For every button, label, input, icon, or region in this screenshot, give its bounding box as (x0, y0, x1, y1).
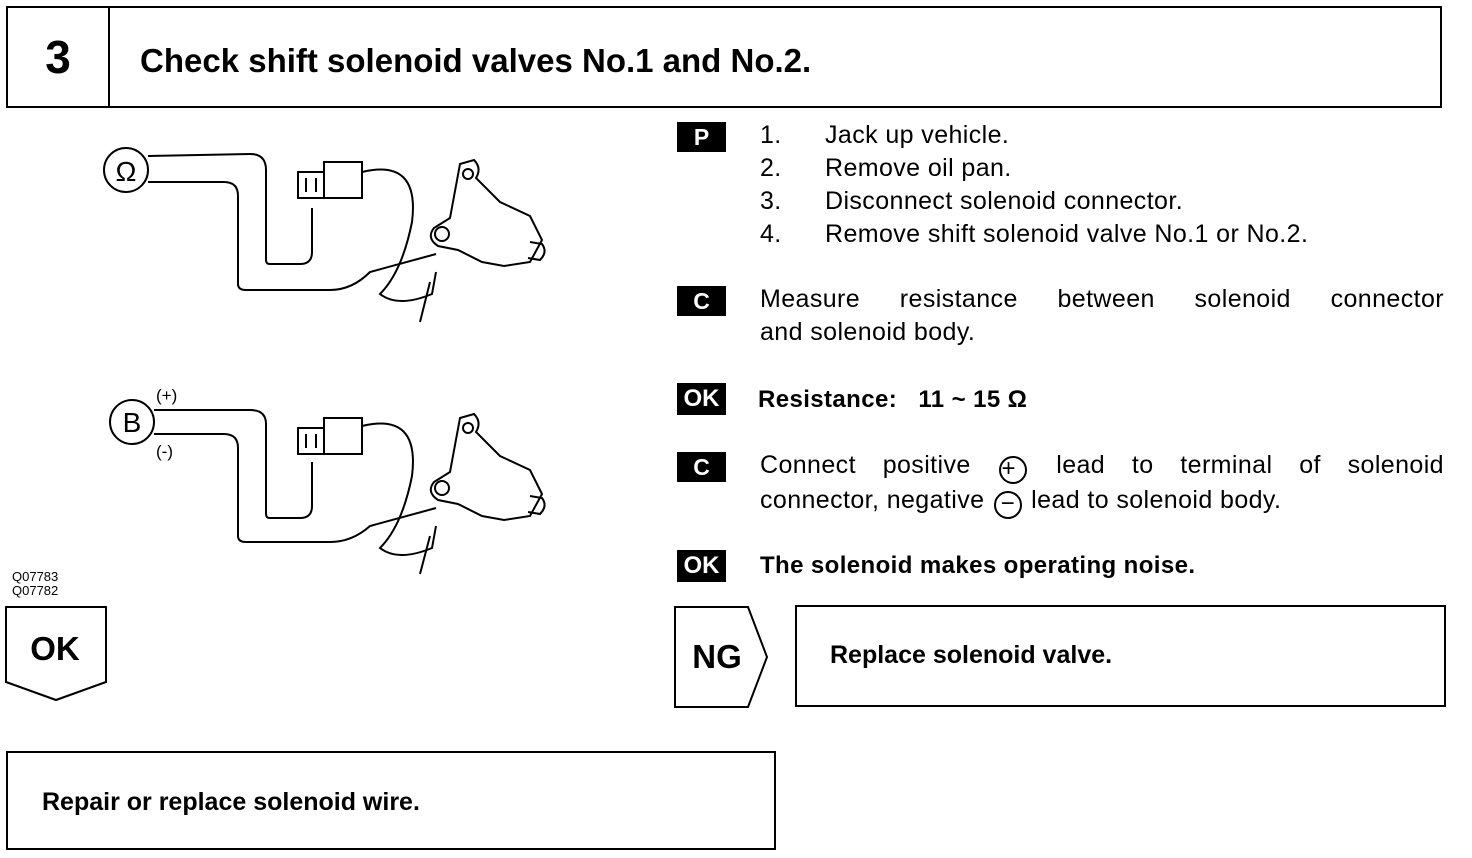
list-item: 3.Disconnect solenoid connector. (760, 187, 1184, 215)
ok-tag: OK (677, 550, 726, 582)
list-item: 4.Remove shift solenoid valve No.1 or No… (760, 220, 1309, 248)
ng-branch-label: NG (692, 638, 742, 675)
battery-icon (109, 399, 155, 445)
prep-tag: P (677, 122, 726, 152)
connector-icon (297, 427, 325, 455)
step-title: Check shift solenoid valves No.1 and No.… (140, 42, 812, 79)
battery-symbol: B (123, 407, 142, 438)
plus-circle-icon: + (999, 456, 1028, 484)
positive-label: (+) (156, 386, 177, 405)
prep-steps-list: 1.Jack up vehicle. 2.Remove oil pan. 3.D… (760, 119, 1308, 251)
check-tag: C (677, 286, 726, 316)
minus-circle-icon: − (993, 491, 1022, 519)
ok-tag: OK (677, 383, 726, 415)
check-instruction-1: Measure resistance between solenoid conn… (760, 285, 1444, 346)
step-number: 3 (8, 8, 110, 106)
step-header: 3 Check shift solenoid valves No.1 and N… (6, 6, 1442, 108)
check-instruction-2: Connect positive + lead to terminal of s… (760, 451, 1444, 519)
ng-action-box: Replace solenoid valve. (795, 605, 1446, 707)
negative-label: (-) (156, 442, 173, 461)
list-item: 1.Jack up vehicle. (760, 121, 1010, 149)
ng-branch-arrow-icon (674, 606, 769, 708)
connector-icon (297, 171, 325, 199)
noise-spec: The solenoid makes operating noise. (760, 552, 1196, 579)
ng-action-text: Replace solenoid valve. (830, 641, 1113, 669)
resistance-spec: Resistance: 11 ~ 15 Ω (758, 386, 1028, 413)
list-item: 2.Remove oil pan. (760, 154, 1012, 182)
ok-action-text: Repair or replace solenoid wire. (42, 788, 420, 816)
check-tag: C (677, 452, 726, 482)
ohmmeter-symbol: Ω (116, 156, 137, 187)
solenoid-valve-icon (429, 158, 544, 268)
solenoid-valve-icon (429, 412, 544, 522)
ok-action-box: Repair or replace solenoid wire. (6, 751, 776, 850)
figure-code: Q07783 (12, 569, 59, 584)
ok-branch-label: OK (30, 630, 80, 667)
ok-branch-arrow-icon (5, 606, 107, 702)
figure-code: Q07782 (12, 583, 59, 598)
solenoid-test-diagram: Ω B (+) (-) (103, 147, 546, 575)
ohmmeter-icon (103, 147, 149, 193)
